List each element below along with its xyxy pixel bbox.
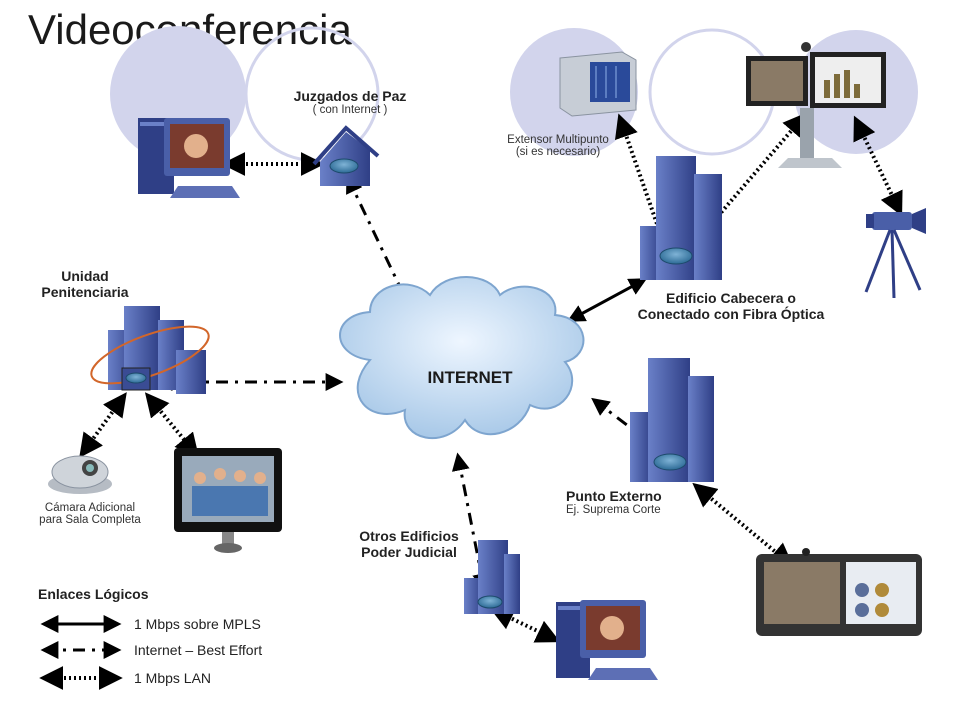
dual-display-stand	[746, 42, 886, 168]
link-display-camera	[853, 115, 903, 217]
legend-title: Enlaces Lógicos	[38, 586, 149, 602]
juzgados-sub: ( con Internet )	[312, 104, 388, 116]
otros-building	[464, 540, 520, 614]
internet-cloud	[339, 276, 585, 439]
cabecera-line2: Conectado con Fibra Óptica	[637, 306, 825, 322]
camara-line2: para Sala Completa	[39, 514, 141, 526]
link-internet-otros	[451, 452, 491, 592]
otros-label: Otros Edificios Poder Judicial	[334, 528, 484, 560]
cabecera-label: Edificio Cabecera o Conectado con Fibra …	[600, 290, 862, 322]
camara-adicional-device	[48, 455, 112, 494]
externo-label: Punto Externo Ej. Suprema Corte	[566, 488, 706, 516]
link-cabecera-internet	[566, 278, 648, 322]
otros-line2: Poder Judicial	[361, 544, 457, 560]
pc-monitor-left	[138, 118, 240, 198]
pc-monitor-bottom	[556, 600, 658, 680]
legend-item-lan: 1 Mbps LAN	[134, 670, 212, 686]
legend-item-mpls: 1 Mbps sobre MPLS	[134, 616, 261, 632]
externo-name: Punto Externo	[566, 488, 662, 504]
unidad-label: Unidad Penitenciaria	[20, 268, 150, 300]
juzgados-name: Juzgados de Paz	[293, 88, 407, 104]
extensor-multipunto-unit	[559, 51, 637, 117]
camara-label: Cámara Adicional para Sala Completa	[22, 502, 158, 526]
cabecera-building	[640, 156, 722, 280]
extensor-label: Extensor Multipunto (si es necesario)	[478, 134, 638, 158]
group-screen-left	[174, 448, 282, 553]
unidad-line1: Unidad	[61, 268, 109, 284]
unidad-line2: Penitenciaria	[41, 284, 129, 300]
legend-item-internet: Internet – Best Effort	[134, 642, 263, 658]
link-externo-screen	[692, 482, 794, 568]
link-otros-pc	[489, 607, 561, 643]
extensor-line1: Extensor Multipunto	[507, 134, 609, 146]
telepresence-screen	[756, 548, 922, 636]
extensor-line2: (si es necesario)	[515, 146, 601, 158]
internet-label: INTERNET	[427, 368, 513, 387]
unidad-building	[90, 306, 210, 394]
cabecera-line1: Edificio Cabecera o	[666, 290, 796, 306]
camara-line1: Cámara Adicional	[44, 502, 136, 514]
link-unidad-camara	[79, 392, 127, 458]
externo-sub: Ej. Suprema Corte	[566, 504, 661, 516]
externo-building	[630, 358, 714, 482]
legend	[39, 615, 123, 690]
tripod-camera	[864, 208, 926, 299]
juzgados-house	[312, 125, 380, 186]
juzgados-label: Juzgados de Paz ( con Internet )	[260, 88, 440, 116]
link-unidad-screen	[144, 392, 200, 458]
otros-line1: Otros Edificios	[359, 528, 459, 544]
